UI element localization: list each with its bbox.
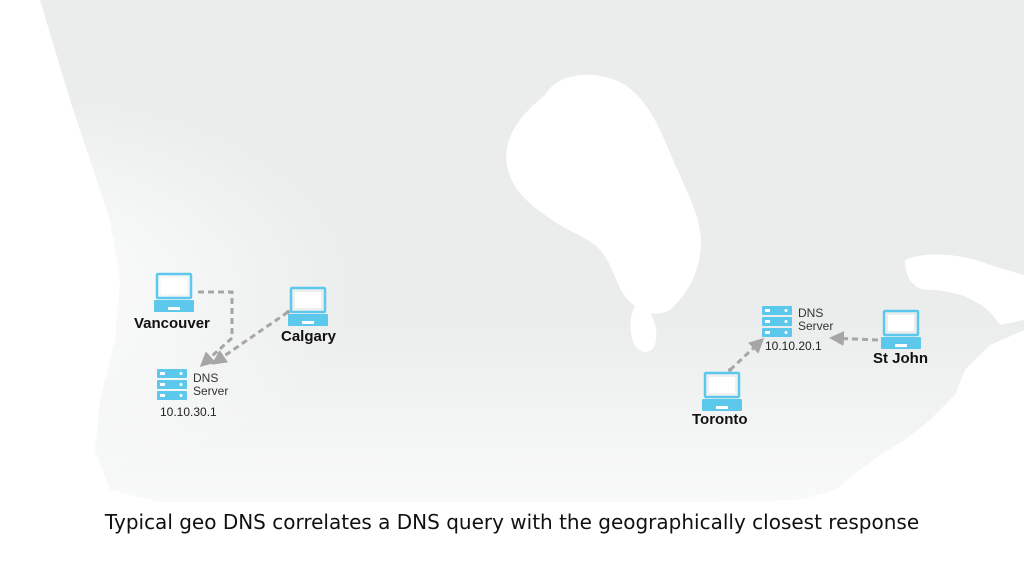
server-icon bbox=[762, 306, 792, 337]
arrow-toronto-to-server bbox=[728, 337, 765, 372]
arrow-stjohn-to-server bbox=[829, 331, 879, 347]
server-icon bbox=[157, 369, 187, 400]
dns-label-line1: DNS bbox=[798, 306, 824, 320]
dns-server-ip: 10.10.30.1 bbox=[160, 405, 217, 419]
city-label-st-john: St John bbox=[873, 350, 928, 367]
dns-label-line2: Server bbox=[798, 319, 834, 333]
laptop-icon bbox=[154, 272, 194, 312]
dns-server-label: DNS Server bbox=[798, 307, 833, 333]
diagram-caption: Typical geo DNS correlates a DNS query w… bbox=[104, 510, 920, 534]
dns-server-ip: 10.10.20.1 bbox=[765, 339, 822, 353]
dns-server-label: DNS Server bbox=[193, 372, 228, 398]
laptop-icon bbox=[702, 371, 742, 411]
city-label-calgary: Calgary bbox=[281, 328, 337, 345]
dns-label-line1: DNS bbox=[193, 371, 219, 385]
arrow-calgary-to-server bbox=[211, 310, 289, 365]
laptop-icon bbox=[288, 286, 328, 326]
laptop-icon bbox=[881, 309, 921, 349]
city-label-toronto: Toronto bbox=[692, 411, 748, 428]
dns-label-line2: Server bbox=[193, 384, 229, 398]
city-label-vancouver: Vancouver bbox=[134, 315, 210, 332]
